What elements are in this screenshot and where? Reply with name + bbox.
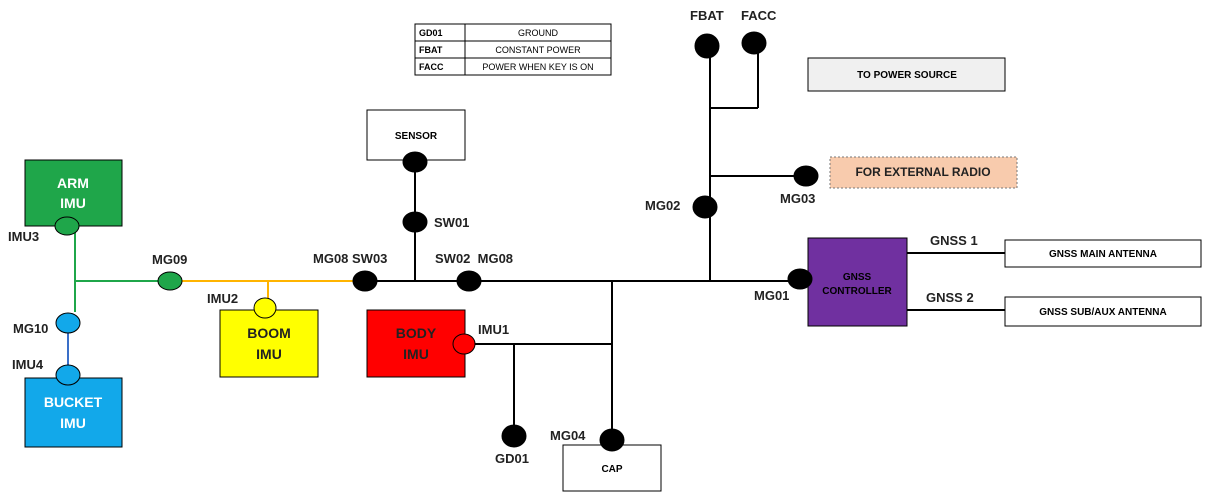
label-mg02: MG02 (645, 198, 680, 213)
label-imu4: IMU4 (12, 357, 44, 372)
label-sw02-mg08: SW02 MG08 (435, 251, 513, 266)
connector-imu4 (55, 364, 81, 386)
boom-imu-line2: IMU (256, 346, 282, 362)
label-mg08-sw03: MG08 SW03 (313, 251, 387, 266)
legend-code-facc: FACC (419, 62, 444, 72)
connectors (54, 31, 819, 452)
cap-box: CAP (562, 444, 662, 492)
label-imu1: IMU1 (478, 322, 509, 337)
label-facc: FACC (741, 8, 777, 23)
connector-mg10 (55, 312, 81, 334)
label-gnss2: GNSS 2 (926, 290, 974, 305)
connector-sw02-mg08 (456, 270, 482, 292)
body-imu-line1: BODY (396, 325, 437, 341)
gnss-main-antenna-label: GNSS MAIN ANTENNA (1049, 249, 1157, 260)
label-imu3: IMU3 (8, 229, 39, 244)
legend-code-fbat: FBAT (419, 45, 443, 55)
label-gd01: GD01 (495, 451, 529, 466)
legend-code-gd01: GD01 (419, 28, 443, 38)
label-imu2: IMU2 (207, 291, 238, 306)
bucket-imu-box: BUCKET IMU (24, 377, 123, 448)
connector-labels: IMU3 IMU4 MG10 MG09 IMU2 IMU1 MG08 SW03 … (8, 8, 978, 466)
connector-gd01 (501, 424, 527, 448)
connector-sw01 (402, 211, 428, 233)
connector-mg03 (793, 165, 819, 187)
connector-mg04 (599, 428, 625, 452)
connector-facc (741, 31, 767, 55)
sensor-label: SENSOR (395, 131, 438, 142)
body-imu-line2: IMU (403, 346, 429, 362)
arm-imu-box: ARM IMU (24, 159, 123, 227)
boom-imu-line1: BOOM (247, 325, 291, 341)
body-imu-box: BODY IMU (366, 309, 466, 378)
legend-border (414, 23, 612, 76)
connector-mg01 (787, 268, 813, 290)
cap-label: CAP (601, 464, 622, 475)
for-external-radio-box: FOR EXTERNAL RADIO (829, 156, 1018, 189)
bucket-imu-line1: BUCKET (44, 394, 103, 410)
connector-imu3 (54, 216, 80, 236)
connector-imu2 (253, 297, 277, 319)
legend-meaning-facc: POWER WHEN KEY IS ON (482, 62, 593, 72)
label-gnss1: GNSS 1 (930, 233, 978, 248)
to-power-source-label: TO POWER SOURCE (857, 70, 957, 81)
black-wires (360, 44, 1005, 440)
label-sw01: SW01 (434, 215, 469, 230)
connector-mg09 (157, 271, 183, 291)
connector-mg02 (692, 195, 718, 219)
bucket-imu-line2: IMU (60, 415, 86, 431)
boom-imu-box: BOOM IMU (219, 309, 319, 378)
connector-mg08-sw03 (352, 270, 378, 292)
green-wires (67, 225, 170, 312)
legend-meaning-gd01: GROUND (518, 28, 558, 38)
label-mg01: MG01 (754, 288, 789, 303)
label-fbat: FBAT (690, 8, 724, 23)
arm-imu-line1: ARM (57, 175, 89, 191)
connector-fbat (694, 33, 720, 59)
gnss-controller-line2: CONTROLLER (822, 286, 892, 297)
to-power-source-box: TO POWER SOURCE (807, 57, 1006, 92)
label-mg09: MG09 (152, 252, 187, 267)
for-external-radio-label: FOR EXTERNAL RADIO (855, 165, 990, 179)
gnss-sub-antenna-label: GNSS SUB/AUX ANTENNA (1039, 307, 1166, 318)
gnss-main-antenna-box: GNSS MAIN ANTENNA (1004, 239, 1202, 268)
legend-table: GD01 GROUND FBAT CONSTANT POWER FACC POW… (414, 23, 612, 76)
connector-sensor (402, 151, 428, 173)
legend-meaning-fbat: CONSTANT POWER (495, 45, 581, 55)
gnss-controller-line1: GNSS (843, 272, 872, 283)
label-mg10: MG10 (13, 321, 48, 336)
arm-imu-line2: IMU (60, 195, 86, 211)
label-mg04: MG04 (550, 428, 586, 443)
connector-imu1 (452, 333, 476, 355)
gnss-controller-box: GNSS CONTROLLER (807, 237, 908, 327)
gnss-sub-antenna-box: GNSS SUB/AUX ANTENNA (1004, 296, 1202, 327)
label-mg03: MG03 (780, 191, 815, 206)
